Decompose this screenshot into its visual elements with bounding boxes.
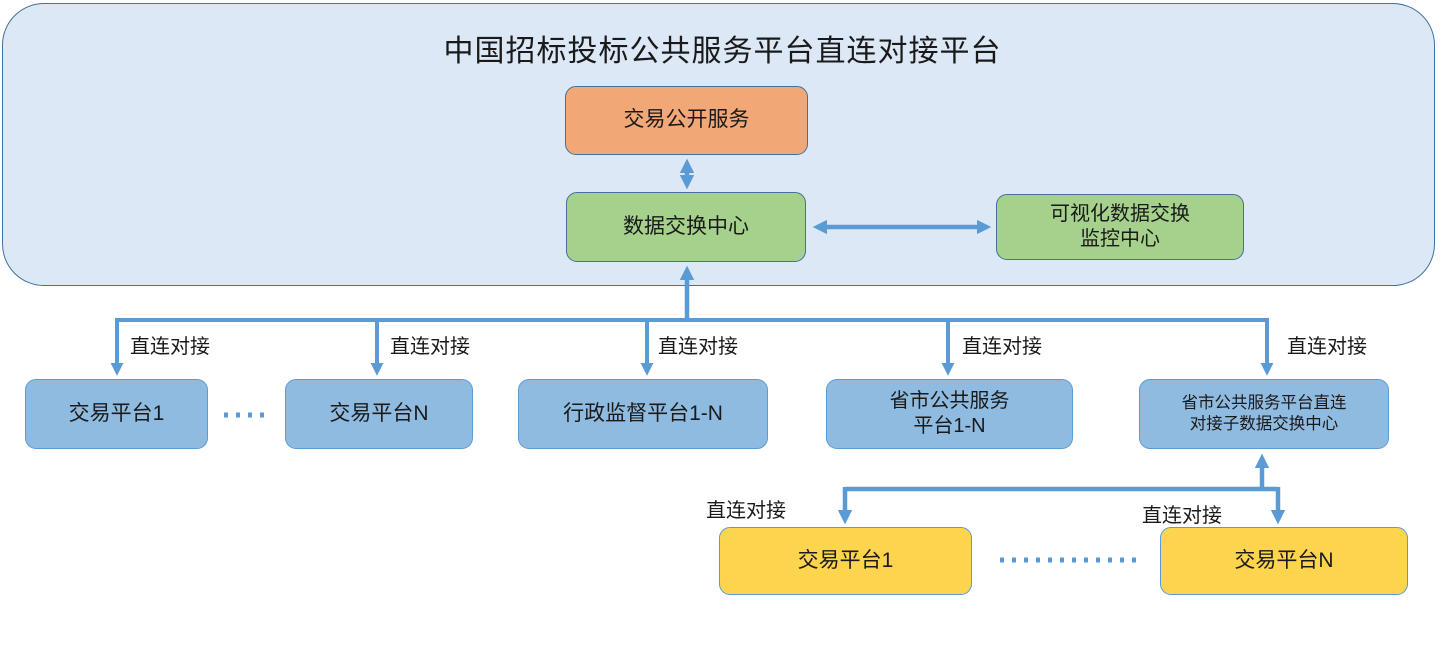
- node-admin-supervision-platform: 行政监督平台1-N: [518, 379, 768, 449]
- node-label-line1: 可视化数据交换: [1050, 203, 1190, 225]
- node-provincial-sub-exchange-center: 省市公共服务平台直连 对接子数据交换中心: [1139, 379, 1389, 449]
- node-label: 交易平台N: [1234, 548, 1334, 572]
- node-data-exchange-center: 数据交换中心: [566, 192, 806, 262]
- node-sub-trading-platform-1: 交易平台1: [719, 527, 972, 595]
- node-trade-public-service: 交易公开服务: [565, 86, 808, 155]
- node-label-line2: 对接子数据交换中心: [1189, 415, 1339, 433]
- node-label: 交易平台1: [68, 401, 165, 425]
- link-label-trading-n: 直连对接: [390, 336, 470, 358]
- node-label-line1: 省市公共服务平台直连: [1181, 394, 1347, 413]
- link-label-trading-1: 直连对接: [130, 336, 210, 358]
- node-trading-platform-n: 交易平台N: [285, 379, 473, 449]
- node-label-line2: 平台1-N: [913, 415, 986, 437]
- node-label: 交易公开服务: [623, 108, 750, 132]
- link-label-sub-exchange: 直连对接: [1287, 336, 1367, 358]
- node-label: 交易平台N: [329, 401, 429, 425]
- node-label: 行政监督平台1-N: [563, 401, 723, 425]
- link-label-sub-trading-1: 直连对接: [706, 500, 786, 522]
- link-label-admin: 直连对接: [658, 336, 738, 358]
- diagram-title: 中国招标投标公共服务平台直连对接平台: [443, 35, 1002, 68]
- link-label-provincial: 直连对接: [962, 336, 1042, 358]
- node-sub-trading-platform-n: 交易平台N: [1160, 527, 1408, 595]
- node-label: 数据交换中心: [623, 214, 749, 238]
- node-label-line2: 监控中心: [1080, 228, 1160, 250]
- node-label: 交易平台1: [797, 548, 894, 572]
- node-trading-platform-1: 交易平台1: [25, 379, 208, 449]
- node-label-line1: 省市公共服务: [889, 390, 1010, 412]
- node-monitor-center: 可视化数据交换 监控中心: [996, 194, 1244, 260]
- link-label-sub-trading-n: 直连对接: [1142, 505, 1222, 527]
- node-provincial-service-platform: 省市公共服务 平台1-N: [826, 379, 1073, 449]
